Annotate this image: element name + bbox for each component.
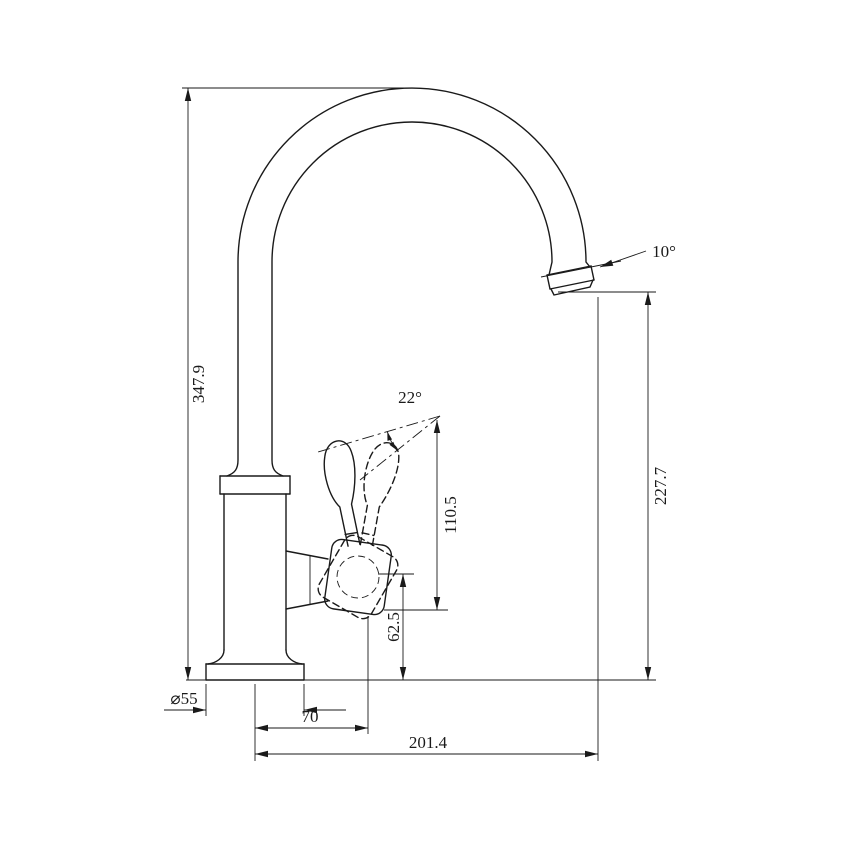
dim-handle-swing-angle: 22°: [317, 388, 441, 481]
dim-total-height: 347.9: [182, 87, 408, 681]
dim-base-diameter: ⌀55: [164, 684, 346, 716]
dim-spout-reach-label: 201.4: [409, 733, 448, 752]
dim-handle-offset: 70: [254, 616, 369, 761]
dim-handle-length: 110.5: [384, 420, 460, 611]
dim-handle-length-label: 110.5: [441, 496, 460, 534]
spout-inner-profile: [271, 121, 553, 477]
faucet-outline: [205, 87, 595, 681]
handle-lever: [319, 438, 368, 549]
dim-spout-outlet-height-label: 227.7: [651, 466, 670, 505]
dimension-annotations: 347.9 227.7 110.5 62.5 70: [164, 87, 676, 761]
dim-base-diameter-label: ⌀55: [170, 689, 197, 708]
dim-total-height-label: 347.9: [189, 365, 208, 403]
dim-handle-swing-angle-label: 22°: [398, 388, 422, 407]
valve-adapter-cone: [285, 550, 329, 610]
column-body: [205, 493, 305, 681]
collar: [219, 475, 291, 495]
dim-body-center-height-label: 62.5: [384, 612, 403, 642]
dim-outlet-angle-label: 10°: [652, 242, 676, 261]
valve-body: [317, 534, 399, 620]
dim-outlet-angle: 10°: [540, 242, 676, 278]
dim-spout-reach: 201.4: [255, 297, 599, 761]
dim-spout-outlet-height: 227.7: [304, 291, 670, 681]
spout-outlet: [546, 265, 595, 296]
dim-body-center-height: 62.5: [378, 573, 414, 680]
spout-outer-profile: [226, 87, 591, 477]
